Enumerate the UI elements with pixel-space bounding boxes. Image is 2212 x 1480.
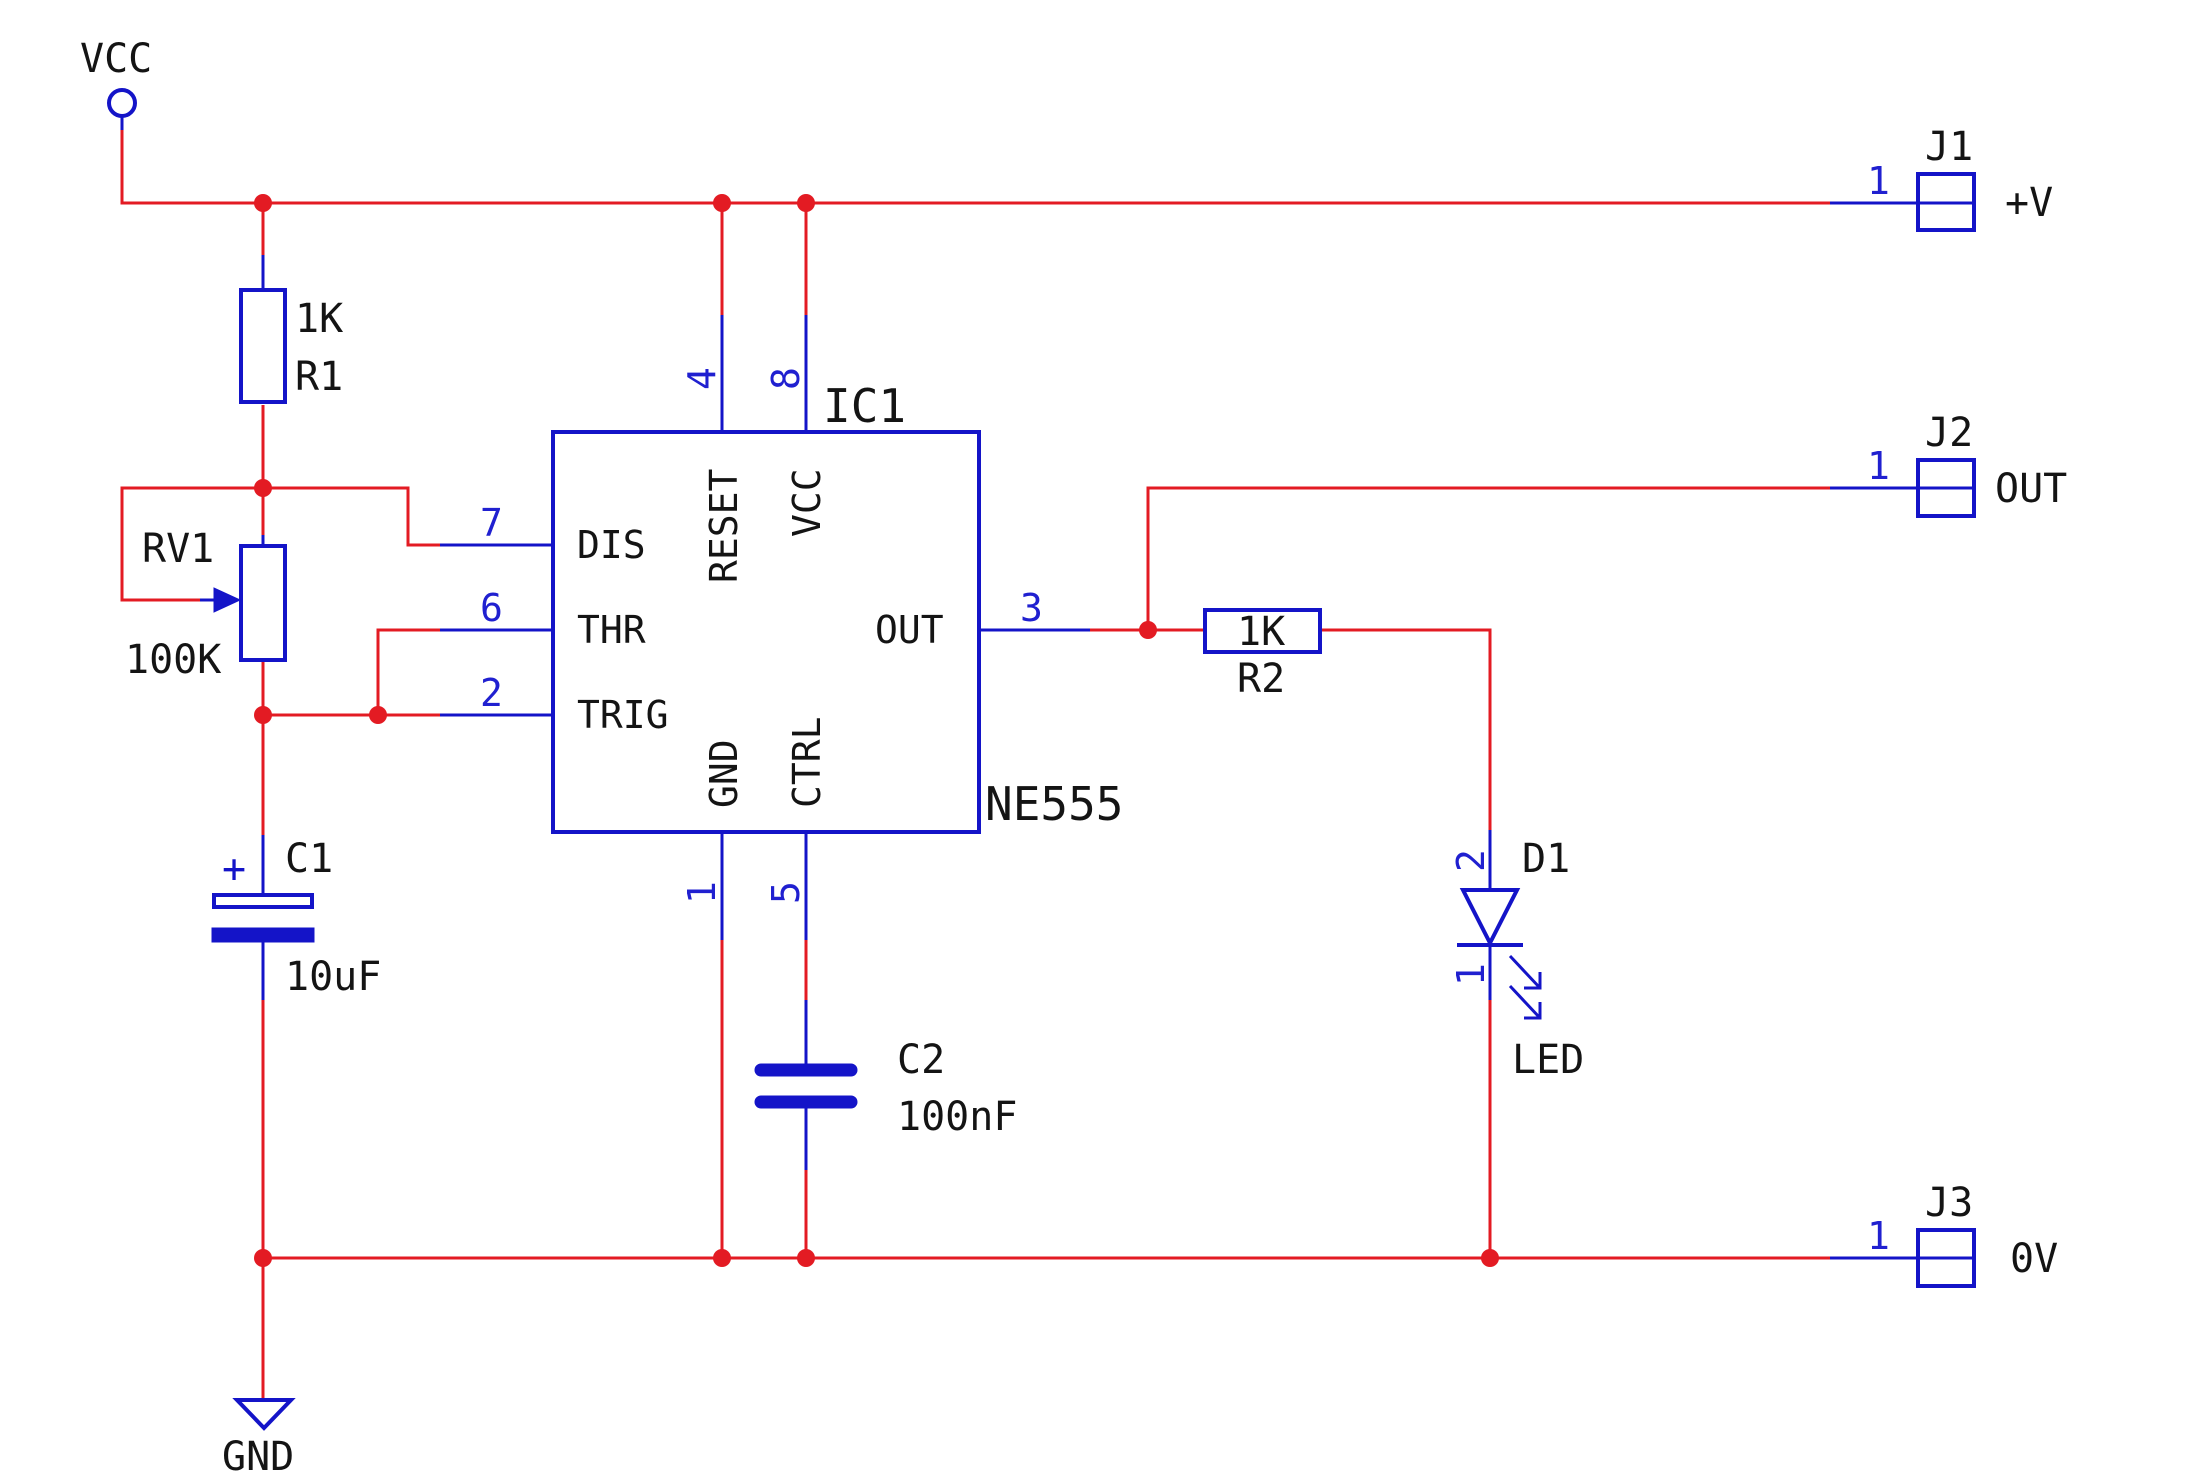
pin-label-reset: RESET (702, 469, 746, 583)
j1-net: +V (2005, 180, 2053, 226)
gnd-power-symbol: GND (222, 1398, 296, 1480)
d1-pin-cathode: 1 (1449, 963, 1493, 986)
junction-dot (254, 1249, 272, 1267)
pin-num-out: 3 (1020, 586, 1043, 630)
j1-pin: 1 (1867, 159, 1890, 203)
c1-value: 10uF (285, 954, 381, 1000)
wire-rv1-wiper (120, 486, 263, 602)
junction-dot (713, 1249, 731, 1267)
ic-value: NE555 (985, 777, 1123, 831)
light-emission-icon (1508, 954, 1542, 1020)
pin-num-dis: 7 (480, 501, 503, 545)
pin-num-vcc: 8 (764, 367, 808, 390)
j3-net: 0V (2010, 1236, 2058, 1282)
wire-j2 (1146, 486, 1830, 630)
capacitor-c1[interactable]: + C1 10uF (211, 835, 381, 1000)
rv1-ref: RV1 (142, 526, 214, 572)
junction-dot (254, 479, 272, 497)
wiper-arrow-icon (213, 587, 242, 613)
c2-value: 100nF (897, 1094, 1017, 1140)
d1-pin-anode: 2 (1449, 849, 1493, 872)
pin-num-gnd: 1 (680, 881, 724, 904)
junction-dot (369, 706, 387, 724)
gnd-label: GND (222, 1434, 294, 1480)
pin-label-vcc: VCC (785, 468, 829, 537)
junction-dot (254, 194, 272, 212)
pin-label-out: OUT (875, 608, 944, 652)
r2-value: 1K (1237, 609, 1285, 655)
capacitor-c2[interactable]: C2 100nF (754, 1000, 1017, 1170)
resistor-r1[interactable]: 1K R1 (239, 255, 343, 404)
connector-j1[interactable]: 1 J1 +V (1830, 124, 2053, 232)
j3-pin: 1 (1867, 1214, 1890, 1258)
pin-num-trig: 2 (480, 671, 503, 715)
wire-r2-led (1320, 628, 1492, 830)
wire-thr (376, 628, 440, 715)
junction-dot (797, 1249, 815, 1267)
pin-num-reset: 4 (680, 367, 724, 390)
d1-ref: D1 (1522, 836, 1570, 882)
potentiometer-rv1[interactable]: RV1 100K (125, 526, 287, 683)
junction-dot (797, 194, 815, 212)
connector-j2[interactable]: 1 J2 OUT (1830, 410, 2067, 518)
j2-ref: J2 (1925, 410, 1973, 456)
r1-ref: R1 (295, 354, 343, 400)
pin-label-gnd: GND (702, 739, 746, 808)
c1-polarity: + (222, 846, 246, 892)
j2-pin: 1 (1867, 444, 1890, 488)
junction-dot (713, 194, 731, 212)
connector-j3[interactable]: 1 J3 0V (1830, 1180, 2058, 1288)
pin-label-ctrl: CTRL (785, 716, 829, 808)
ic-ne555[interactable]: IC1 NE555 7 DIS 6 THR 2 TRIG 4 RESET 8 V… (440, 315, 1123, 940)
pin-label-thr: THR (577, 608, 646, 652)
junction-dot (1481, 1249, 1499, 1267)
rv1-value: 100K (125, 637, 221, 683)
junction-dot (1139, 621, 1157, 639)
resistor-r2[interactable]: 1K R2 (1203, 608, 1322, 702)
vcc-label: VCC (80, 36, 152, 82)
ic-ref: IC1 (823, 379, 906, 433)
vcc-power-symbol: VCC (80, 36, 152, 130)
pin-num-thr: 6 (480, 586, 503, 630)
wires (120, 130, 1830, 1400)
j1-ref: J1 (1925, 124, 1973, 170)
j2-net: OUT (1995, 466, 2067, 512)
pin-num-ctrl: 5 (764, 881, 808, 904)
r1-value: 1K (295, 296, 343, 342)
pin-label-dis: DIS (577, 523, 646, 567)
junctions (254, 194, 1499, 1267)
c2-ref: C2 (897, 1037, 945, 1083)
junction-dot (254, 706, 272, 724)
d1-value: LED (1512, 1037, 1584, 1083)
j3-ref: J3 (1925, 1180, 1973, 1226)
r2-ref: R2 (1237, 656, 1285, 702)
c1-ref: C1 (285, 836, 333, 882)
pin-label-trig: TRIG (577, 693, 669, 737)
wire-dis (263, 486, 440, 547)
led-d1[interactable]: 2 1 D1 LED (1449, 830, 1584, 1083)
wire-vcc-rail (120, 130, 1830, 205)
